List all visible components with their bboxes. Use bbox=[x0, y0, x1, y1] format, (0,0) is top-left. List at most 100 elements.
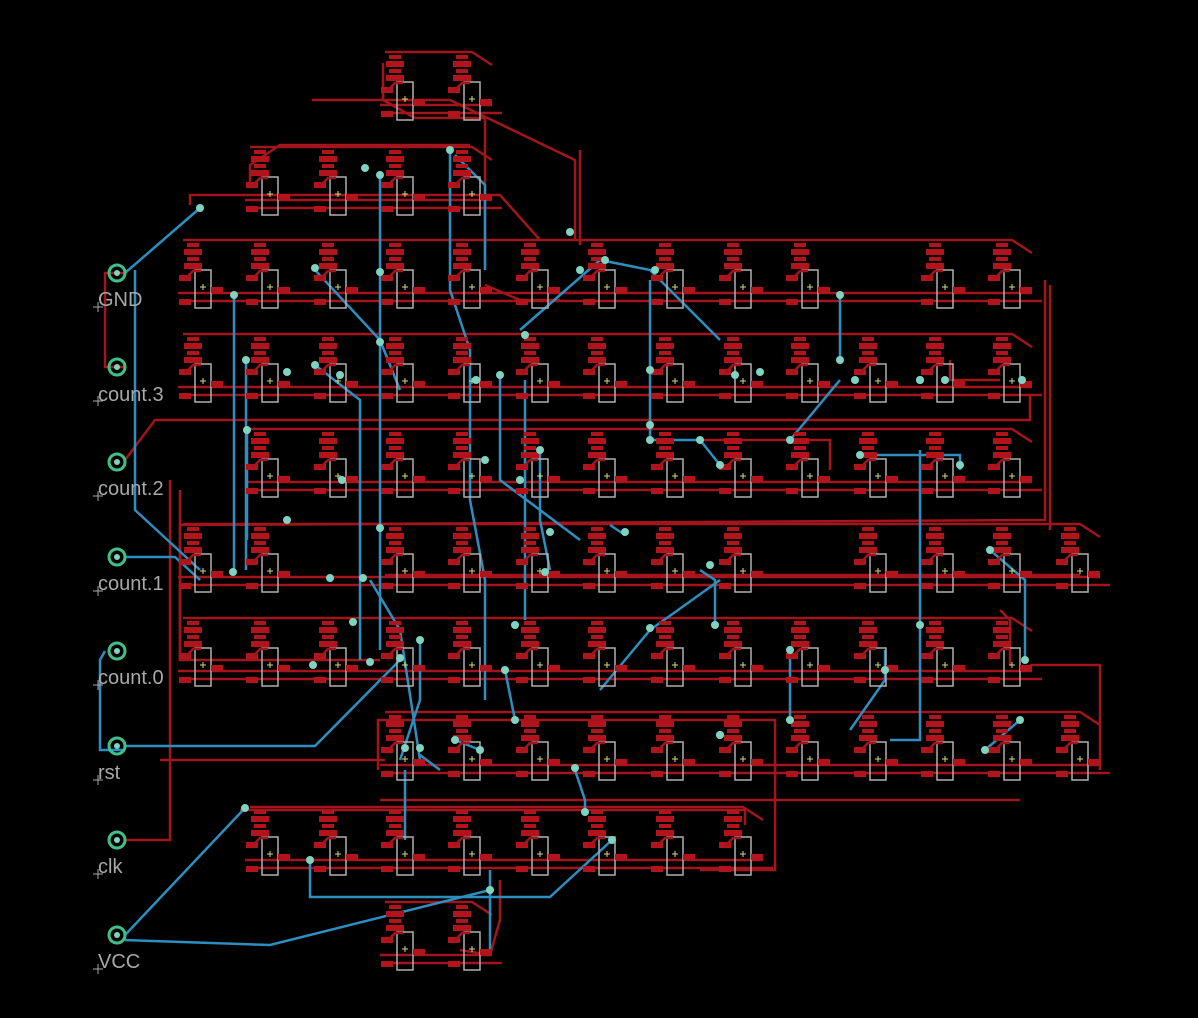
smd-pad bbox=[516, 771, 528, 777]
smd-pad bbox=[448, 111, 460, 117]
smd-pad bbox=[996, 527, 1008, 531]
pin-count-0[interactable]: count.0 bbox=[93, 641, 164, 690]
trace-stub bbox=[656, 553, 673, 564]
smd-component bbox=[448, 243, 492, 309]
smd-pad bbox=[254, 432, 266, 436]
smd-component bbox=[786, 243, 830, 309]
smd-pad bbox=[187, 541, 199, 545]
smd-pad bbox=[583, 488, 595, 494]
trace-stub bbox=[319, 458, 336, 469]
smd-component bbox=[988, 527, 1032, 593]
top-trace bbox=[250, 805, 764, 822]
smd-pad bbox=[386, 735, 404, 741]
smd-component bbox=[651, 621, 695, 687]
smd-component bbox=[921, 715, 965, 781]
smd-pad bbox=[1088, 571, 1100, 577]
smd-pad bbox=[524, 635, 536, 639]
pin-count-3[interactable]: count.3 bbox=[93, 357, 164, 406]
smd-pad bbox=[319, 452, 337, 458]
smd-pad bbox=[184, 547, 202, 553]
smd-pad bbox=[996, 257, 1008, 261]
smd-pad bbox=[389, 150, 401, 154]
smd-pad bbox=[448, 583, 460, 589]
via bbox=[401, 744, 409, 752]
smd-pad bbox=[322, 621, 334, 625]
smd-component bbox=[583, 337, 627, 403]
via bbox=[646, 366, 654, 374]
via bbox=[986, 546, 994, 554]
smd-pad bbox=[386, 156, 404, 162]
smd-component bbox=[448, 527, 492, 593]
smd-pad bbox=[251, 547, 269, 553]
smd-pad bbox=[854, 771, 866, 777]
via bbox=[716, 461, 724, 469]
smd-pad bbox=[381, 393, 393, 399]
smd-pad bbox=[926, 249, 944, 255]
smd-pad bbox=[278, 287, 290, 293]
smd-pad bbox=[456, 257, 468, 261]
pin-count-2[interactable]: count.2 bbox=[93, 452, 164, 501]
smd-pad bbox=[651, 393, 663, 399]
smd-pad bbox=[1064, 729, 1076, 733]
smd-pad bbox=[319, 816, 337, 822]
smd-pad bbox=[254, 621, 266, 625]
trace-stub bbox=[453, 81, 470, 92]
smd-pad bbox=[615, 287, 627, 293]
smd-pad bbox=[278, 194, 290, 200]
bottom-trace bbox=[848, 650, 887, 731]
smd-pad bbox=[521, 452, 539, 458]
top-trace bbox=[948, 360, 1000, 382]
smd-pad bbox=[588, 249, 606, 255]
pin-clk[interactable]: clk bbox=[93, 830, 127, 879]
smd-pad bbox=[179, 583, 191, 589]
via bbox=[451, 736, 459, 744]
smd-pad bbox=[588, 533, 606, 539]
smd-pad bbox=[456, 351, 468, 355]
via bbox=[326, 574, 334, 582]
smd-pad bbox=[453, 156, 471, 162]
smd-pad bbox=[659, 432, 671, 436]
smd-component bbox=[516, 810, 560, 876]
smd-pad bbox=[524, 257, 536, 261]
smd-pad bbox=[548, 571, 560, 577]
smd-pad bbox=[319, 249, 337, 255]
trace-stub bbox=[521, 458, 538, 469]
smd-pad bbox=[953, 571, 965, 577]
vias bbox=[196, 146, 1029, 894]
pin-gnd[interactable]: GND bbox=[93, 263, 142, 312]
smd-pad bbox=[453, 533, 471, 539]
trace-stub bbox=[588, 458, 605, 469]
smd-pad bbox=[386, 721, 404, 727]
smd-pad bbox=[386, 170, 404, 176]
trace-stub bbox=[993, 741, 1010, 752]
bottom-trace bbox=[308, 839, 613, 899]
pin-count-1[interactable]: count.1 bbox=[93, 547, 164, 596]
smd-pad bbox=[854, 583, 866, 589]
smd-pad bbox=[751, 287, 763, 293]
smd-pad bbox=[1064, 527, 1076, 531]
smd-component bbox=[314, 621, 358, 687]
smd-pad bbox=[926, 627, 944, 633]
pin-vcc[interactable]: VCC bbox=[93, 925, 140, 974]
smd-pad bbox=[727, 729, 739, 733]
top-trace bbox=[385, 900, 493, 917]
via bbox=[916, 621, 924, 629]
smd-pad bbox=[724, 641, 742, 647]
pin-rst[interactable]: rst bbox=[93, 736, 127, 785]
smd-component bbox=[381, 527, 425, 593]
trace-stub bbox=[588, 269, 605, 280]
smd-pad bbox=[583, 866, 595, 872]
smd-pad bbox=[521, 627, 539, 633]
smd-pad bbox=[993, 735, 1011, 741]
smd-pad bbox=[521, 721, 539, 727]
via bbox=[283, 516, 291, 524]
smd-pad bbox=[727, 635, 739, 639]
smd-pad bbox=[389, 257, 401, 261]
trace-stub bbox=[453, 458, 470, 469]
smd-component bbox=[583, 715, 627, 781]
via bbox=[481, 456, 489, 464]
smd-pad bbox=[656, 357, 674, 363]
bottom-trace bbox=[125, 659, 401, 748]
smd-pad bbox=[456, 715, 468, 719]
smd-pad bbox=[926, 438, 944, 444]
